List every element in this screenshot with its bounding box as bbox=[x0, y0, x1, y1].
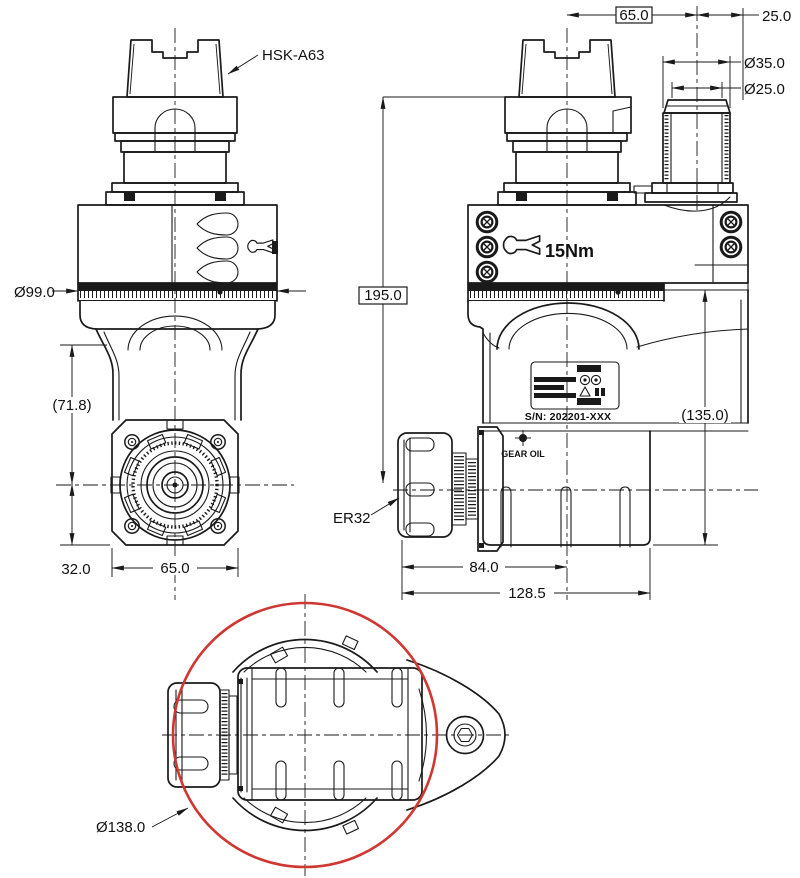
torque-wrench-icon bbox=[502, 234, 541, 255]
dim-coupler-outer: Ø35.0 bbox=[744, 55, 785, 72]
clamp-screw-icon bbox=[475, 210, 499, 234]
name-plate: S/N: 202201-XXX bbox=[525, 361, 620, 423]
clamp-screw-icon bbox=[719, 210, 743, 234]
face-screw-icon bbox=[124, 518, 140, 534]
gear-oil-port: GEAR OIL bbox=[501, 430, 545, 459]
dim-housing-height: (135.0) bbox=[681, 407, 729, 424]
clamp-screw-icon bbox=[719, 235, 743, 259]
bottom-detail-view: Ø138.0 bbox=[96, 594, 512, 876]
hsk-label: HSK-A63 bbox=[262, 47, 325, 64]
dim-center-height: (71.8) bbox=[52, 397, 91, 414]
front-view bbox=[56, 28, 294, 600]
front-dimensions: HSK-A63 Ø99.0 (71.8) 32.0 65.0 bbox=[14, 47, 325, 578]
output-coupler bbox=[633, 99, 738, 212]
dim-body-diameter: Ø99.0 bbox=[14, 284, 55, 301]
upper-housing bbox=[77, 204, 278, 284]
dim-nose-to-spindle: 84.0 bbox=[469, 559, 498, 576]
clamp-screw-icon bbox=[475, 235, 499, 259]
wrench-icon bbox=[247, 239, 274, 254]
barrel-body bbox=[237, 667, 423, 801]
dim-overall-length: 128.5 bbox=[508, 585, 546, 602]
dim-face-width: 65.0 bbox=[160, 560, 189, 577]
dim-spindle-to-output: 65.0 bbox=[619, 7, 648, 24]
warning-triangle-icon bbox=[579, 386, 591, 397]
torque-label: 15Nm bbox=[545, 241, 594, 261]
clamp-screw-icon bbox=[475, 260, 499, 284]
face-screw-icon bbox=[210, 518, 226, 534]
graduated-ring bbox=[77, 282, 278, 302]
dim-gauge-to-center: 195.0 bbox=[364, 287, 402, 304]
gear-oil-label: GEAR OIL bbox=[501, 449, 545, 459]
dim-nose-offset: 32.0 bbox=[61, 561, 90, 578]
zero-index-dot bbox=[217, 289, 223, 295]
output-face bbox=[110, 419, 240, 546]
detail-swing-circle bbox=[171, 601, 439, 869]
face-screw-icon bbox=[124, 434, 140, 450]
side-dimensions: 65.0 25.0 Ø35.0 Ø25.0 195.0 (135.0) ER32… bbox=[333, 6, 791, 602]
dim-swing-diameter: Ø138.0 bbox=[96, 819, 145, 836]
er32-collet-nut bbox=[397, 426, 504, 552]
graduated-ring-side bbox=[467, 282, 665, 302]
lug-bolt-icon bbox=[445, 715, 485, 755]
dim-output-to-edge: 25.0 bbox=[762, 8, 791, 25]
face-screw-icon bbox=[210, 434, 226, 450]
side-view: 15Nm bbox=[393, 6, 758, 600]
ce-mark-icon bbox=[595, 388, 599, 396]
er32-label: ER32 bbox=[333, 510, 371, 527]
knurl-ring bbox=[131, 441, 219, 529]
serial-number: S/N: 202201-XXX bbox=[525, 411, 611, 423]
dim-coupler-inner: Ø25.0 bbox=[744, 81, 785, 98]
